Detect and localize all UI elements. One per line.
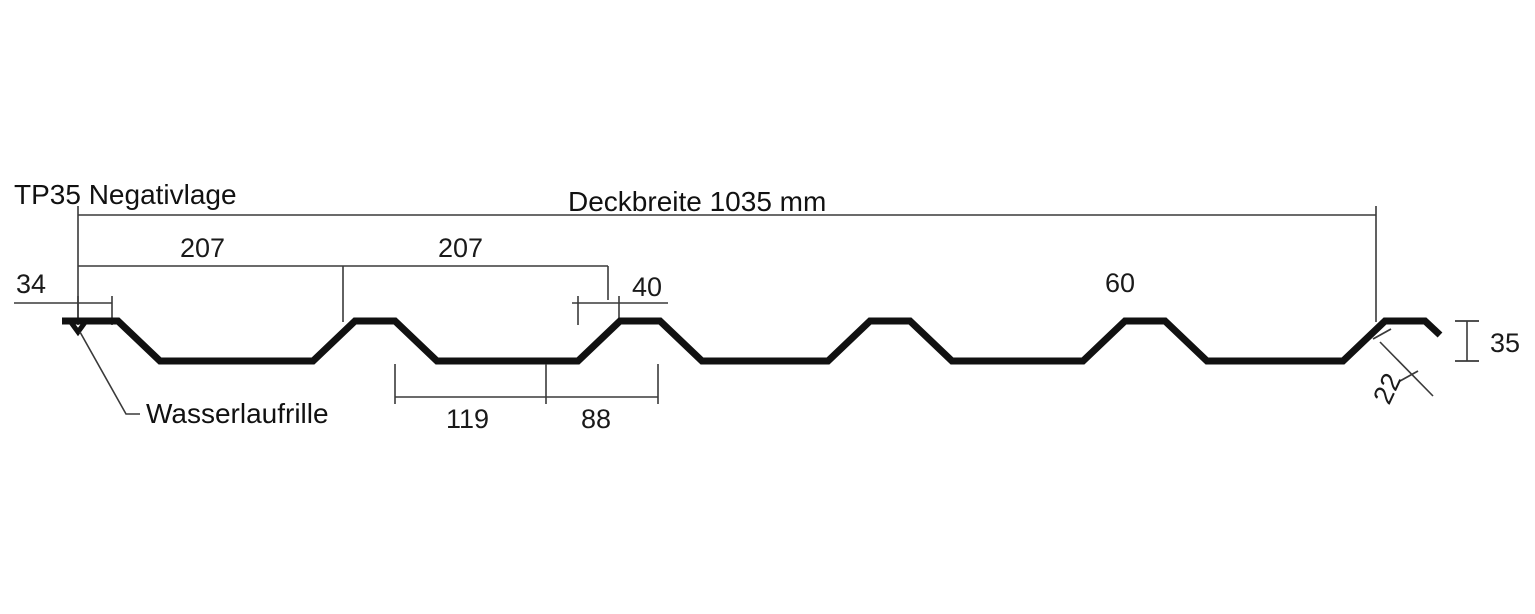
dimension-22-tick-top — [1372, 328, 1392, 340]
dimension-207-first: 207 — [180, 233, 225, 263]
wasserlaufrille-label: Wasserlaufrille — [146, 398, 329, 429]
dimension-119-label: 119 — [446, 404, 489, 434]
deckbreite-label: Deckbreite 1035 mm — [568, 186, 826, 217]
wasserlaufrille-groove — [62, 318, 96, 337]
wasserlaufrille-leader-line — [79, 331, 140, 415]
dimension-207-second: 207 — [438, 233, 483, 263]
sheet-profile-outline — [62, 317, 1443, 365]
dimension-34-label: 34 — [16, 269, 46, 299]
dimension-22-line — [1379, 341, 1434, 397]
dimension-22-tick-bottom — [1399, 370, 1419, 382]
dimension-35-label: 35 — [1490, 328, 1520, 358]
dimension-88-label: 88 — [581, 404, 611, 434]
drawing-title: TP35 Negativlage — [14, 179, 237, 210]
dimension-40-label: 40 — [632, 272, 662, 302]
dimension-60-label: 60 — [1105, 268, 1135, 298]
